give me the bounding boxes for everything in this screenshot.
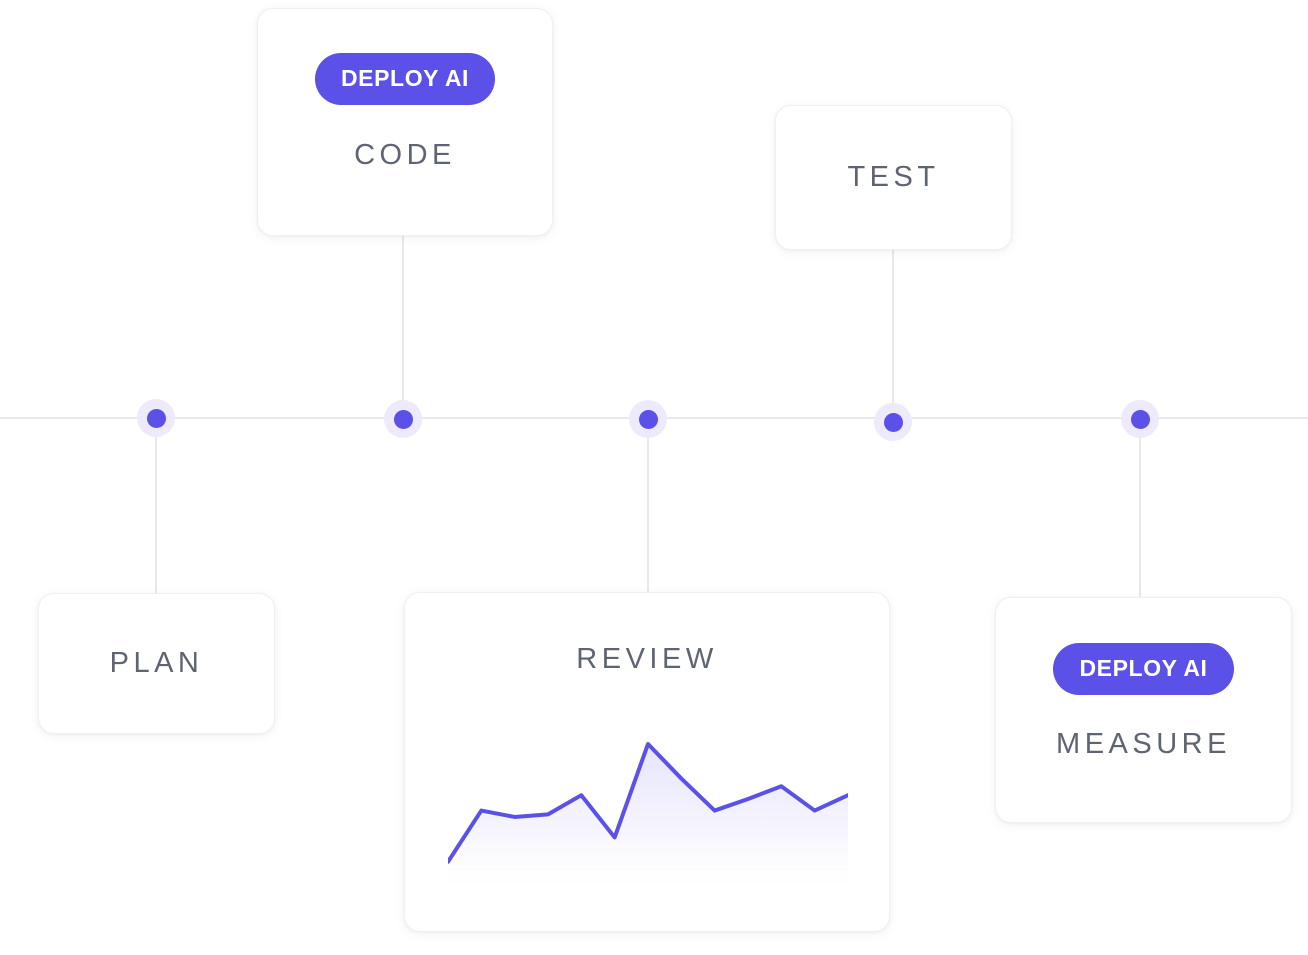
- node-core-icon: [638, 409, 658, 429]
- stage-card-test[interactable]: TEST: [775, 105, 1012, 250]
- review-sparkline-chart: [448, 738, 848, 890]
- stage-card-label-code: CODE: [354, 139, 456, 171]
- stage-card-label-plan: PLAN: [109, 647, 204, 679]
- node-core-icon: [146, 408, 166, 428]
- deploy-ai-badge[interactable]: DEPLOY AI: [1053, 643, 1234, 695]
- timeline-node-code[interactable]: [384, 400, 422, 438]
- deploy-ai-badge[interactable]: DEPLOY AI: [314, 53, 496, 105]
- timeline-node-review[interactable]: [629, 400, 667, 438]
- node-core-icon: [393, 409, 413, 429]
- connector-measure: [1139, 418, 1141, 598]
- stage-card-plan[interactable]: PLAN: [38, 593, 275, 734]
- stage-card-review[interactable]: REVIEW: [404, 592, 890, 932]
- connector-review: [647, 418, 649, 593]
- connector-plan: [155, 418, 157, 594]
- timeline-node-plan[interactable]: [137, 399, 175, 437]
- timeline-node-measure[interactable]: [1121, 400, 1159, 438]
- sparkline-path: [448, 742, 848, 864]
- node-core-icon: [1130, 409, 1150, 429]
- sparkline-area: [448, 744, 848, 890]
- stage-card-measure[interactable]: DEPLOY AI MEASURE: [995, 597, 1292, 823]
- timeline-node-test[interactable]: [874, 403, 912, 441]
- node-core-icon: [883, 412, 903, 432]
- connector-code: [402, 236, 404, 419]
- sparkline-svg: [448, 742, 848, 890]
- stage-card-label-measure: MEASURE: [1056, 728, 1231, 760]
- stage-card-code[interactable]: DEPLOY AI CODE: [257, 8, 553, 236]
- connector-test: [892, 250, 894, 419]
- stage-card-label-test: TEST: [847, 161, 940, 193]
- stage-card-label-review: REVIEW: [576, 643, 718, 675]
